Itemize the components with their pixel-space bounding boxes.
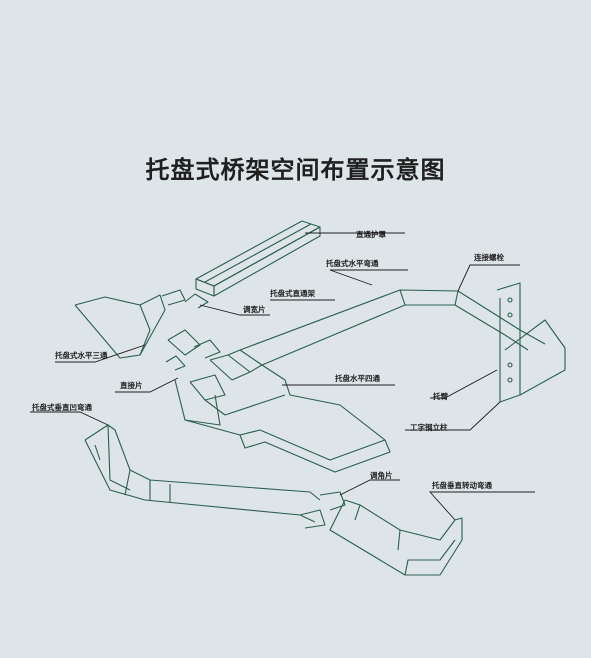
label-connecting-bolt: 连接螺栓 bbox=[474, 253, 504, 262]
leader-lines bbox=[30, 232, 535, 521]
main-tray-drawing bbox=[209, 282, 566, 403]
label-horizontal-tee: 托盘式水平三通 bbox=[55, 351, 108, 360]
label-vertical-rotating-bend: 托盘垂直转动弯通 bbox=[432, 481, 492, 490]
label-horizontal-bend: 托盘式水平弯通 bbox=[326, 259, 379, 268]
label-horizontal-cross: 托盘水平四通 bbox=[335, 374, 380, 383]
label-i-beam-column: 工字钢立柱 bbox=[410, 423, 448, 432]
label-reducer-plate: 调宽片 bbox=[243, 305, 266, 314]
label-straight-cover: 直通护罩 bbox=[356, 230, 386, 239]
rotating-bend-drawing bbox=[329, 499, 463, 576]
label-cantilever: 托臂 bbox=[433, 392, 448, 401]
label-angle-plate: 调角片 bbox=[370, 471, 393, 480]
label-vertical-down-bend: 托盘式垂直凹弯通 bbox=[32, 403, 92, 412]
diagram-title: 托盘式桥架空间布置示意图 bbox=[145, 156, 446, 184]
cross-drawing bbox=[165, 329, 391, 473]
cover-tray-drawing bbox=[195, 220, 321, 297]
left-bend-drawing bbox=[74, 289, 209, 359]
label-straight-section: 托盘式直通架 bbox=[270, 289, 315, 298]
bottom-tray-drawing bbox=[84, 424, 346, 529]
label-connecting-plate: 直接片 bbox=[120, 381, 143, 390]
